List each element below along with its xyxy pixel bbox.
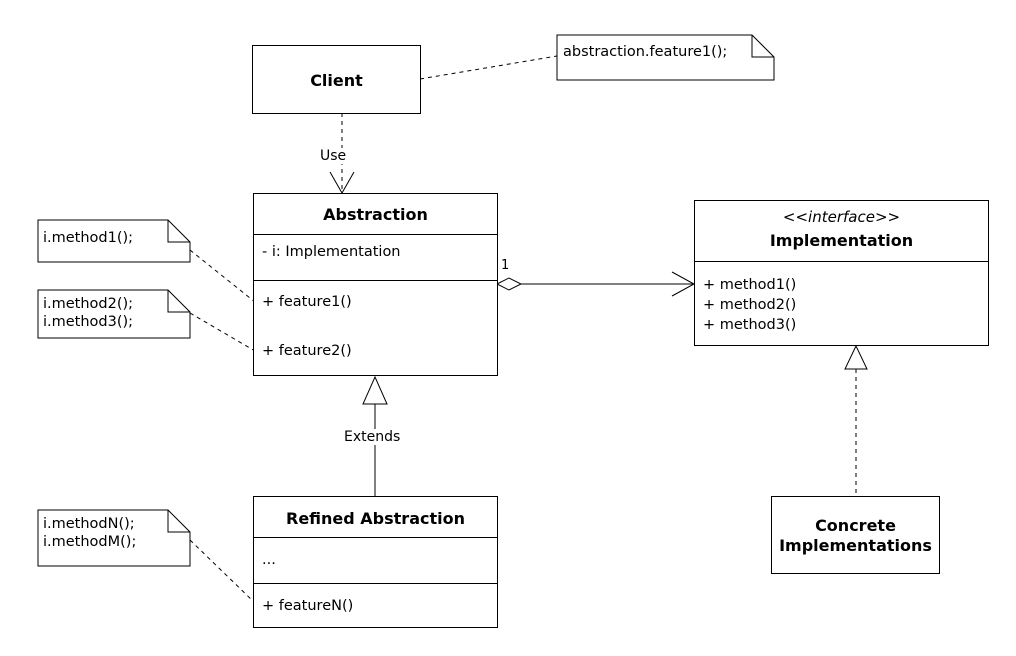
- client-note-text: abstraction.feature1();: [563, 44, 728, 60]
- use-label: Use: [318, 148, 349, 164]
- extends-triangle: [362, 375, 388, 405]
- implementation-separator-1: [695, 261, 988, 262]
- realization-triangle: [844, 344, 868, 370]
- client-class[interactable]: Client: [252, 45, 421, 114]
- refined-attribute: ...: [262, 552, 276, 568]
- note-client-shape: [556, 34, 775, 81]
- concrete-name-line: Concrete: [815, 516, 896, 535]
- note-method23-connector: [189, 312, 256, 352]
- implementation-stereotype: <<interface>>: [695, 208, 988, 226]
- note-method1-text: i.method1();: [43, 229, 133, 247]
- note-methodNM-connector: [189, 539, 256, 604]
- concrete-implementations-name: Concrete Implementations: [772, 516, 939, 556]
- client-class-name: Client: [310, 71, 363, 90]
- abstraction-attribute: - i: Implementation: [262, 244, 401, 260]
- refined-method: + featureN(): [262, 598, 354, 614]
- note-method23-text: i.method2(); i.method3();: [43, 295, 133, 331]
- use-dependency-arrowhead: [329, 171, 355, 195]
- note-methodNM-text: i.methodN(); i.methodM();: [43, 515, 136, 551]
- client-note-connector: [419, 55, 558, 80]
- note-line: i.methodN();: [43, 516, 135, 532]
- refined-abstraction-class[interactable]: Refined Abstraction ... + featureN(): [253, 496, 498, 628]
- note-line: i.method2();: [43, 296, 134, 312]
- note-method1-shape: [37, 219, 191, 263]
- extends-label: Extends: [342, 429, 403, 445]
- note-line: i.method3();: [43, 314, 134, 330]
- abstraction-class-name: Abstraction: [323, 205, 428, 224]
- note-methodNM-shape: [37, 509, 191, 567]
- note-line: i.methodM();: [43, 534, 137, 550]
- note-line: i.method1();: [43, 230, 134, 246]
- note-method23-shape: [37, 289, 191, 339]
- implementation-name: Implementation: [769, 231, 914, 250]
- abstraction-separator-2: [254, 280, 497, 281]
- implementation-method: + method3(): [703, 317, 797, 333]
- implementation-method: + method1(): [703, 277, 797, 293]
- refined-abstraction-name: Refined Abstraction: [286, 509, 465, 528]
- stereotype-open: <<: [782, 208, 809, 226]
- stereotype-close: >>: [874, 208, 901, 226]
- aggregation-diamond: [495, 277, 523, 291]
- refined-separator-1: [254, 537, 497, 538]
- concrete-implementations-class[interactable]: Concrete Implementations: [771, 496, 940, 574]
- note-method1-connector: [189, 249, 256, 303]
- stereotype-word: interface: [808, 208, 875, 226]
- abstraction-class[interactable]: Abstraction - i: Implementation + featur…: [253, 193, 498, 376]
- aggregation-multiplicity: 1: [501, 258, 510, 273]
- abstraction-method: + feature2(): [262, 343, 352, 359]
- implementation-interface[interactable]: <<interface>> Implementation + method1()…: [694, 200, 989, 346]
- concrete-name-line: Implementations: [779, 536, 932, 555]
- abstraction-method: + feature1(): [262, 294, 352, 310]
- implementation-method: + method2(): [703, 297, 797, 313]
- refined-separator-2: [254, 583, 497, 584]
- abstraction-separator-1: [254, 234, 497, 235]
